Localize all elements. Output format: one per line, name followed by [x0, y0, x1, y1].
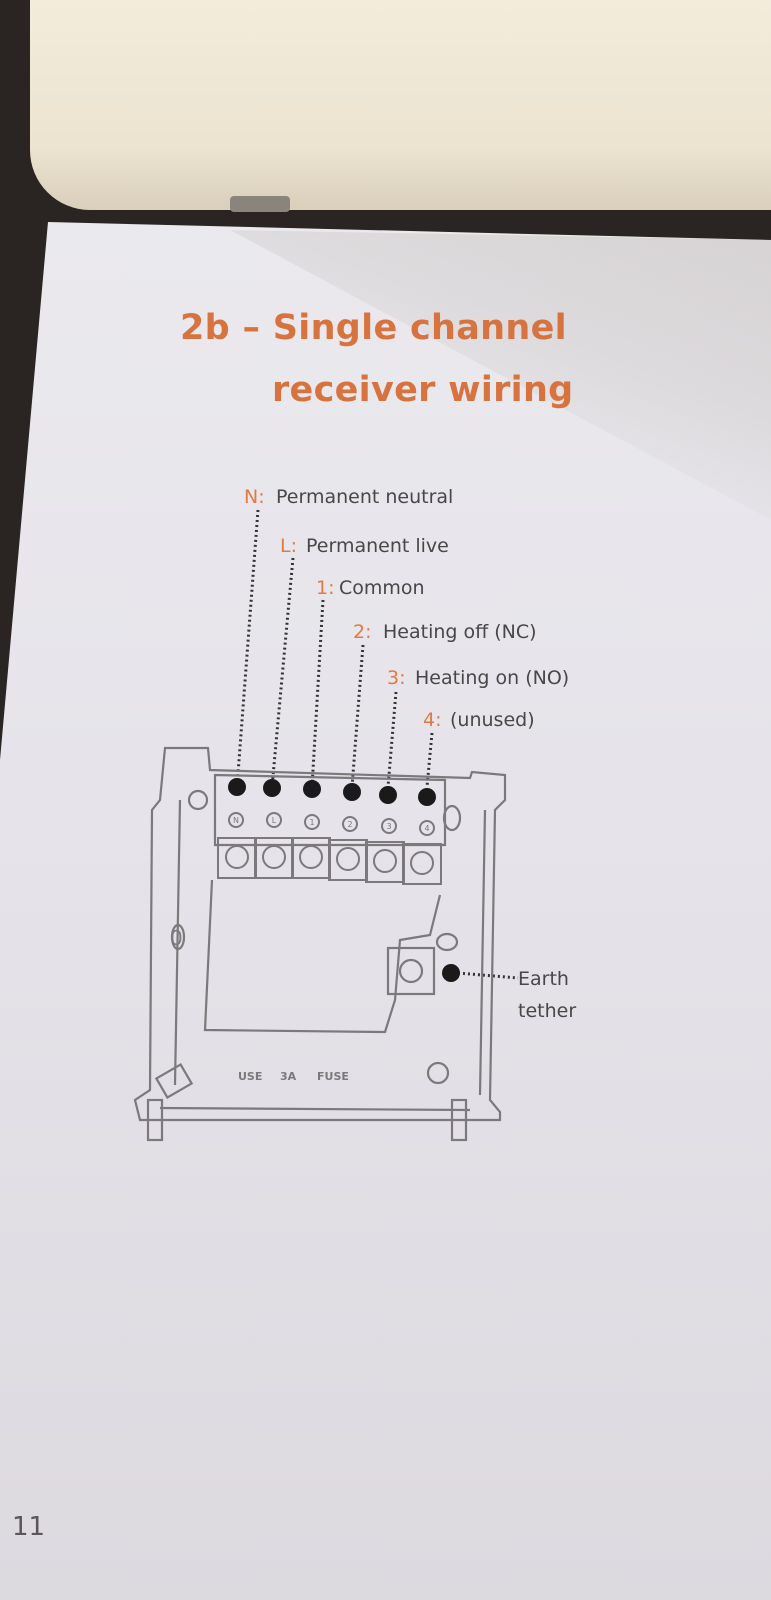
backplate-outline [133, 746, 507, 1142]
terminal-desc: Common [339, 577, 425, 599]
terminal-marking: 1 [309, 818, 314, 827]
connection-dot-l [263, 779, 281, 797]
terminal-desc: (unused) [450, 709, 535, 731]
connection-dot-3 [379, 786, 397, 804]
terminal-marking: 2 [347, 820, 352, 829]
connection-dot-4 [418, 788, 436, 806]
terminal-marking: L [272, 816, 277, 825]
fuse-label: FUSE [317, 1070, 349, 1083]
terminal-desc: Heating off (NC) [383, 621, 537, 643]
section-title-line1: 2b – Single channel [180, 308, 567, 348]
connection-dot-n [228, 778, 246, 796]
terminal-key: 4: [423, 709, 442, 731]
terminal-key: 3: [387, 667, 406, 689]
leader-line-1 [310, 599, 325, 788]
connection-dot-2 [343, 783, 361, 801]
device-foot [230, 196, 290, 212]
side-marking: 0 [170, 926, 183, 950]
leader-line-l [270, 557, 295, 788]
terminal-key: 2: [353, 621, 372, 643]
terminal-screw-4 [402, 843, 442, 885]
leader-line-4 [425, 732, 434, 788]
earth-label-line1: Earth [518, 968, 569, 990]
leader-line-earth [457, 971, 519, 980]
terminal-desc: Heating on (NO) [415, 667, 569, 689]
connection-dot-1 [303, 780, 321, 798]
terminal-label-4: 4: (unused) [423, 709, 535, 731]
terminal-marking: N [233, 816, 239, 825]
leader-line-n [235, 509, 260, 788]
terminal-marking: 3 [386, 822, 391, 831]
terminal-key: N: [244, 486, 265, 508]
terminal-screw-3 [365, 841, 405, 883]
terminal-label-n: N: Permanent neutral [244, 486, 453, 508]
connection-dot-earth [442, 964, 460, 982]
section-title-line2: receiver wiring [272, 370, 574, 410]
terminal-label-1: 1:Common [316, 577, 425, 599]
terminal-label-2: 2: Heating off (NC) [353, 621, 537, 643]
device-housing [30, 0, 771, 210]
fuse-rating: 3A [280, 1070, 297, 1083]
page-number: 11 [12, 1512, 46, 1542]
earth-label-line2: tether [518, 1000, 576, 1022]
terminal-label-3: 3: Heating on (NO) [387, 667, 569, 689]
terminal-desc: Permanent live [306, 535, 449, 557]
terminal-marking: 4 [424, 824, 429, 833]
terminal-label-l: L: Permanent live [280, 535, 449, 557]
terminal-key: L: [280, 535, 297, 557]
leader-line-3 [386, 691, 398, 788]
terminal-desc: Permanent neutral [276, 486, 453, 508]
leader-line-2 [350, 644, 365, 788]
terminal-block [217, 812, 442, 885]
terminal-key: 1: [316, 577, 335, 599]
fuse-label: USE [238, 1070, 262, 1083]
